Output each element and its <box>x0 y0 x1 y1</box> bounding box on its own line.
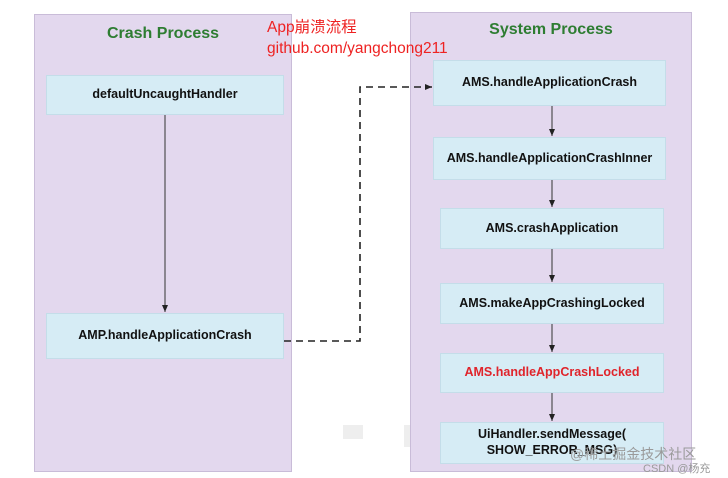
system-process-title: System Process <box>489 21 613 38</box>
ams-handle-app-crash-locked-box: AMS.handleAppCrashLocked <box>440 353 664 393</box>
dashed-arrow-to-system <box>284 84 432 342</box>
note-link: github.com/yangchong211 <box>267 40 448 57</box>
default-uncaught-handler-box: defaultUncaughtHandler <box>46 75 284 115</box>
watermark-block <box>343 425 363 439</box>
ams-handle-application-crash-inner-box: AMS.handleApplicationCrashInner <box>433 137 666 180</box>
ui-handler-send-message-box: UiHandler.sendMessage( SHOW_ERROR_MSG) <box>440 422 664 464</box>
crash-process-title: Crash Process <box>106 25 220 42</box>
note-title: App崩溃流程 <box>267 19 357 36</box>
watermark-text: @稀土掘金技术社区 <box>570 446 697 462</box>
watermark-subtext: CSDN @杨充 <box>643 463 711 475</box>
ams-make-app-crashing-locked-box: AMS.makeAppCrashingLocked <box>440 283 664 324</box>
ams-crash-application-box: AMS.crashApplication <box>440 208 664 249</box>
amp-handle-application-crash-box: AMP.handleApplicationCrash <box>46 313 284 359</box>
ams-handle-application-crash-box: AMS.handleApplicationCrash <box>433 60 666 106</box>
watermark-block-2 <box>404 425 410 447</box>
